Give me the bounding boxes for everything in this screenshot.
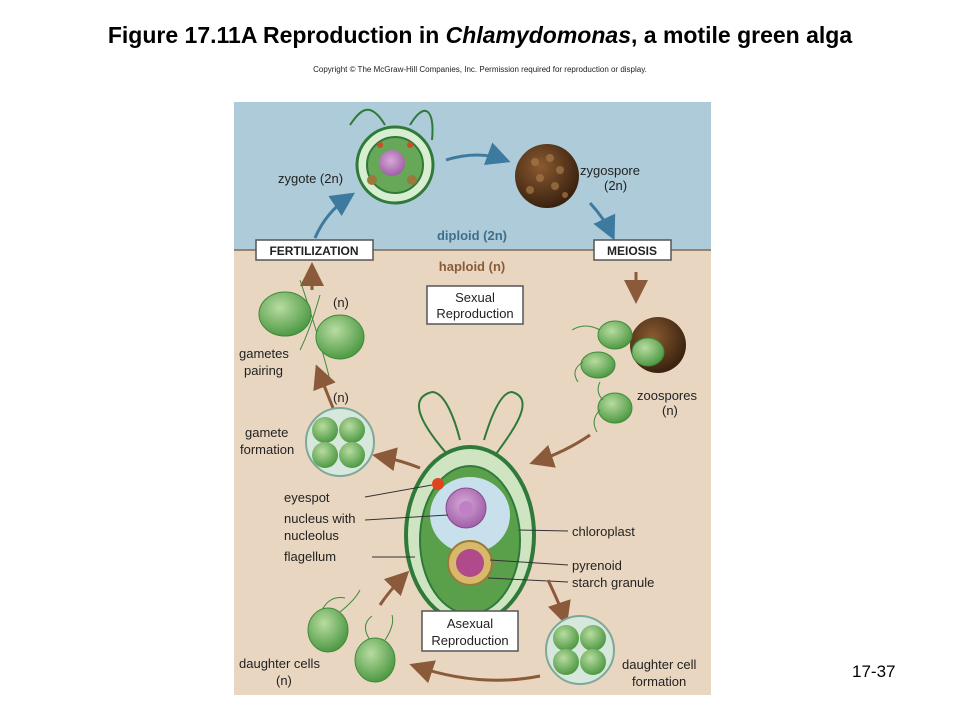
sexual-label-2: Reproduction bbox=[436, 306, 513, 321]
gamete-formation-label-1: gamete bbox=[245, 425, 288, 440]
arrow-fertilization-to-zygote bbox=[313, 192, 355, 239]
daughter-formation-label-2: formation bbox=[632, 674, 686, 689]
title-genus: Chlamydomonas bbox=[445, 22, 631, 48]
slide-title: Figure 17.11A Reproduction in Chlamydomo… bbox=[107, 22, 853, 48]
gametes-label-1: gametes bbox=[239, 346, 289, 361]
zoospores-label-2: (n) bbox=[662, 403, 678, 418]
nucleus-label-2: nucleolus bbox=[284, 528, 339, 543]
slide-number: 17-37 bbox=[852, 662, 896, 681]
diploid-label: diploid (2n) bbox=[437, 228, 507, 243]
gametes-label-2: pairing bbox=[244, 363, 283, 378]
callout-lines bbox=[364, 484, 569, 583]
fertilization-box bbox=[255, 239, 374, 261]
zygospore-label-2: (2n) bbox=[604, 178, 627, 193]
daughter-cells-label-2: (n) bbox=[276, 673, 292, 688]
sexual-label-1: Sexual bbox=[455, 290, 495, 305]
asexual-reproduction-box bbox=[421, 610, 519, 652]
pyrenoid-label: pyrenoid bbox=[572, 558, 622, 573]
asexual-label-2: Reproduction bbox=[431, 633, 508, 648]
starch-label: starch granule bbox=[572, 575, 654, 590]
asexual-label-1: Asexual bbox=[447, 616, 493, 631]
arrow-cell-to-gamete-formation bbox=[372, 447, 421, 472]
gamete-formation-cell bbox=[305, 407, 375, 477]
daughter-formation-label-1: daughter cell bbox=[622, 657, 697, 672]
fertilization-label: FERTILIZATION bbox=[269, 244, 358, 258]
arrow-zygote-to-zygospore bbox=[445, 142, 511, 166]
zygote-label: zygote (2n) bbox=[278, 171, 343, 186]
sexual-reproduction-box bbox=[426, 285, 524, 325]
arrow-formation-to-gametes bbox=[313, 364, 336, 409]
daughter-cells-label-1: daughter cells bbox=[239, 656, 320, 671]
arrow-daughter-cells-to-cell bbox=[378, 570, 410, 606]
zoospores-release bbox=[571, 317, 686, 383]
flagellum-label: flagellum bbox=[284, 549, 336, 564]
gamete-formation-label-2: formation bbox=[240, 442, 294, 457]
arrow-zoospores-to-cell bbox=[529, 433, 591, 468]
meiosis-box bbox=[593, 239, 672, 261]
meiosis-label: MEIOSIS bbox=[607, 244, 657, 258]
eyespot-label: eyespot bbox=[284, 490, 330, 505]
copyright-notice: Copyright © The McGraw-Hill Companies, I… bbox=[313, 65, 647, 74]
arrow-zygospore-to-meiosis bbox=[588, 201, 616, 241]
zygospore-cell bbox=[515, 144, 579, 208]
daughter-formation-cell bbox=[545, 615, 615, 685]
chloroplast-label: chloroplast bbox=[572, 524, 635, 539]
gametes-n-label: (n) bbox=[333, 295, 349, 310]
zoospore-cell bbox=[593, 381, 633, 433]
haploid-label: haploid (n) bbox=[439, 259, 505, 274]
zoospores-label-1: zoospores bbox=[637, 388, 697, 403]
nucleus-label-1: nucleus with bbox=[284, 511, 356, 526]
diploid-zone bbox=[234, 102, 711, 250]
daughter-cells bbox=[307, 589, 396, 683]
zygote-cell bbox=[349, 109, 435, 205]
gamete-formation-n-label: (n) bbox=[333, 390, 349, 405]
arrow-formation-to-daughter-cells bbox=[409, 660, 541, 684]
zygospore-label-1: zygospore bbox=[580, 163, 640, 178]
arrow-cell-to-daughter-formation bbox=[546, 579, 571, 626]
